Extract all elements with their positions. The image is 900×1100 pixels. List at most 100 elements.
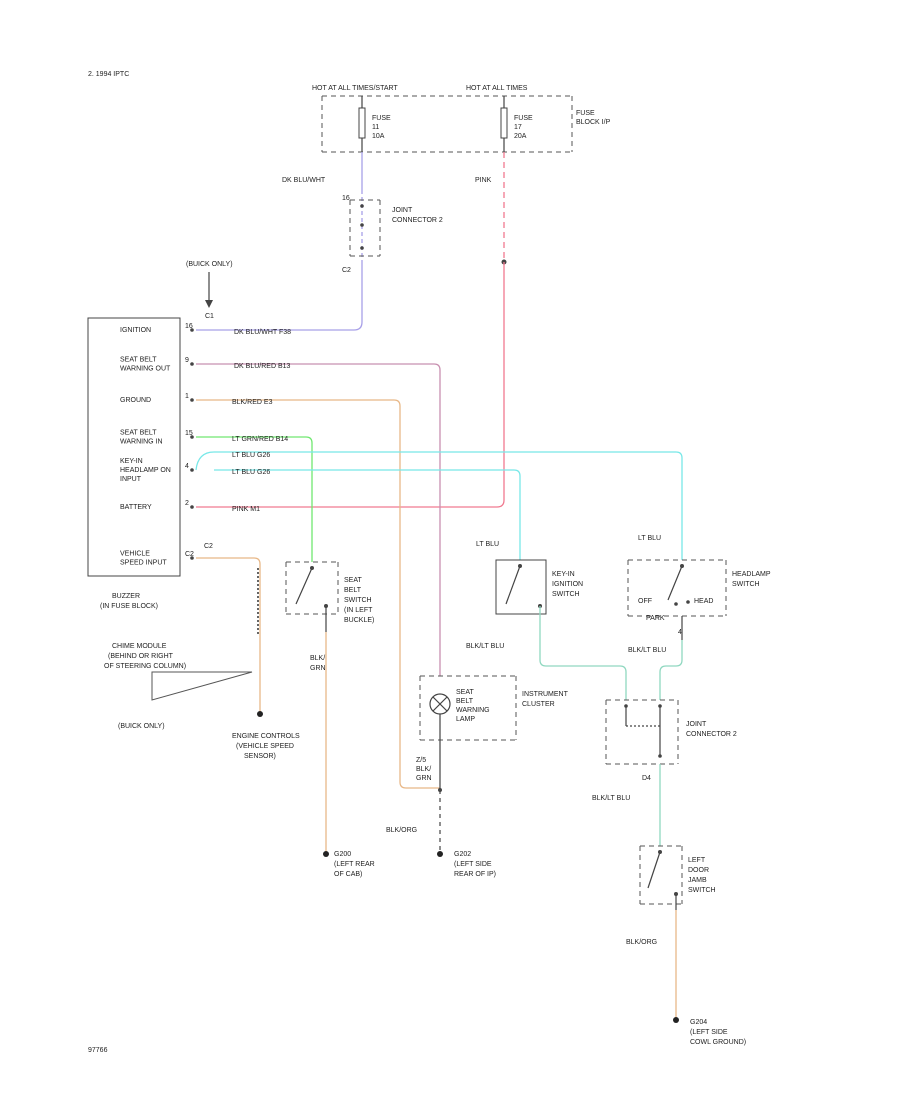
fuse-right-line-1: FUSE bbox=[514, 115, 533, 122]
fuse-left-line-1: FUSE bbox=[372, 115, 391, 122]
keyin-label-2: IGNITION bbox=[552, 581, 583, 588]
fuse-17-icon bbox=[500, 107, 508, 139]
buzzer-subtitle: (IN FUSE BLOCK) bbox=[100, 603, 158, 610]
buzzer-pin-2-label-0: GROUND bbox=[120, 397, 151, 404]
sensor-label-2: (VEHICLE SPEED bbox=[236, 743, 294, 750]
footer-code: 97766 bbox=[88, 1047, 108, 1054]
fuse-left-feed-label: HOT AT ALL TIMES/START bbox=[312, 85, 398, 92]
joint-connector-1: 16 C2 JOINT CONNECTOR 2 bbox=[342, 195, 443, 274]
door-switch-label-3: JAMB bbox=[688, 877, 707, 884]
buzzer-pin-4-num: 4 bbox=[185, 463, 189, 470]
chime-note: (BUICK ONLY) bbox=[118, 723, 165, 730]
buzzer-connector-c1: C1 bbox=[205, 313, 214, 320]
buzzer-pin-2-num: 1 bbox=[185, 393, 189, 400]
fuse-right-feed-label: HOT AT ALL TIMES bbox=[466, 85, 528, 92]
headlamp-park: PARK bbox=[646, 615, 665, 622]
buzzer-pin-4-label-0: KEY-IN bbox=[120, 458, 143, 465]
wire-keyin-headlamp: LT BLU G26 LT BLU G26 LT BLU LT BLU bbox=[195, 451, 683, 560]
seat-belt-switch: SEAT BELT SWITCH (IN LEFT BUCKLE) BLK/ G… bbox=[285, 561, 375, 878]
headlamp-label-2: SWITCH bbox=[732, 581, 760, 588]
fuse-right-line-3: 20A bbox=[514, 133, 527, 140]
fuse-block: HOT AT ALL TIMES/START HOT AT ALL TIMES … bbox=[312, 85, 611, 153]
buzzer-pin-0-label-0: IGNITION bbox=[120, 327, 151, 334]
wire-label-blk-ltblu-1: BLK/LT BLU bbox=[466, 643, 504, 650]
ground-g202-3: REAR OF IP) bbox=[454, 871, 496, 878]
chime-label-3: OF STEERING COLUMN) bbox=[104, 663, 186, 670]
cluster-label-1: INSTRUMENT bbox=[522, 691, 569, 698]
buzzer-pin-1-label-1: WARNING OUT bbox=[120, 366, 171, 373]
wire-label-ltgrn-red: LT GRN/RED B14 bbox=[232, 436, 288, 443]
door-switch-label-1: LEFT bbox=[688, 857, 706, 864]
buzzer-pin-0-dot bbox=[190, 328, 194, 332]
buzzer-pin-4-label-1: HEADLAMP ON bbox=[120, 467, 171, 474]
chime-module: CHIME MODULE (BEHIND OR RIGHT OF STEERIN… bbox=[104, 643, 253, 730]
splice1-pin-top: 16 bbox=[342, 195, 350, 202]
wire-label-blk-red: BLK/RED E3 bbox=[232, 399, 273, 406]
fuse-right-line-2: 17 bbox=[514, 124, 522, 131]
ground-g202-2: (LEFT SIDE bbox=[454, 861, 492, 868]
ground-g204-2: (LEFT SIDE bbox=[690, 1029, 728, 1036]
buzzer-pin-6-num: C2 bbox=[185, 551, 194, 558]
buzzer-pin-3-dot bbox=[190, 435, 194, 439]
wire-label-blk-ltblu-2: BLK/LT BLU bbox=[628, 647, 666, 654]
buzzer-pin-1-dot bbox=[190, 362, 194, 366]
buzzer-pin-2-dot bbox=[190, 398, 194, 402]
wire-seatbelt-warning-out: DK BLU/RED B13 bbox=[196, 363, 441, 676]
buzzer-pin-5-dot bbox=[190, 505, 194, 509]
buzzer-pin-0-num: 16 bbox=[185, 323, 193, 330]
wire-label-ltblu-2: LT BLU G26 bbox=[232, 469, 270, 476]
door-switch-label-4: SWITCH bbox=[688, 887, 716, 894]
wire-label-dkblu-wht-f38: DK BLU/WHT F38 bbox=[234, 329, 291, 336]
buzzer-title: BUZZER bbox=[112, 593, 140, 600]
wire-label-ltblu-1: LT BLU G26 bbox=[232, 452, 270, 459]
diagram-code: 2. 1994 IPTC bbox=[88, 71, 129, 78]
buzzer-pin-1-label-0: SEAT BELT bbox=[120, 357, 157, 364]
ground-g200-2: (LEFT REAR bbox=[334, 861, 375, 868]
ground-g200-1: G200 bbox=[334, 851, 351, 858]
buzzer-pin-4-label-2: INPUT bbox=[120, 476, 142, 483]
lamp-label-4: LAMP bbox=[456, 716, 475, 723]
headlamp-head: HEAD bbox=[694, 598, 713, 605]
ground-g204-3: COWL GROUND) bbox=[690, 1039, 746, 1046]
wire-label-z5-3: GRN bbox=[416, 775, 432, 782]
joint-connector-2: JOINT CONNECTOR 2 D4 BLK/LT BLU bbox=[592, 699, 737, 846]
chime-label-2: (BEHIND OR RIGHT bbox=[108, 653, 174, 660]
splice2-label-1: JOINT bbox=[686, 721, 707, 728]
wire-label-z5-1: Z/5 bbox=[416, 757, 426, 764]
wire-battery: PINK PINK M1 bbox=[196, 152, 507, 513]
splice1-label-2: CONNECTOR 2 bbox=[392, 217, 443, 224]
wire-label-blk-grn-1: BLK/ bbox=[310, 655, 325, 662]
fuse-block-label-1: FUSE bbox=[576, 110, 595, 117]
buzzer-pin-5-num: 2 bbox=[185, 500, 189, 507]
splice1-pin-bot: C2 bbox=[342, 267, 351, 274]
sensor-label-1: ENGINE CONTROLS bbox=[232, 733, 300, 740]
buzzer-pin-5-label-0: BATTERY bbox=[120, 504, 152, 511]
lamp-label-3: WARNING bbox=[456, 707, 490, 714]
splice2-pin: D4 bbox=[642, 775, 651, 782]
lamp-label-1: SEAT bbox=[456, 689, 474, 696]
wire-ground: BLK/RED E3 bbox=[196, 399, 440, 789]
headlamp-off: OFF bbox=[638, 598, 652, 605]
splice1-label-1: JOINT bbox=[392, 207, 413, 214]
wire-label-z5-2: BLK/ bbox=[416, 766, 431, 773]
wire-label-ltblu-top2: LT BLU bbox=[638, 535, 661, 542]
seat-switch-label-4: (IN LEFT bbox=[344, 607, 373, 614]
fuse-11-icon bbox=[358, 107, 366, 139]
seat-switch-label-1: SEAT bbox=[344, 577, 362, 584]
vss-connector: C2 bbox=[204, 543, 213, 550]
ground-g200-3: OF CAB) bbox=[334, 871, 362, 878]
fuse-left-line-3: 10A bbox=[372, 133, 385, 140]
buzzer-pin-3-label-0: SEAT BELT bbox=[120, 430, 157, 437]
keyin-switch-box bbox=[495, 559, 547, 615]
buzzer-box bbox=[87, 317, 181, 577]
ground-g204-1: G204 bbox=[690, 1019, 707, 1026]
chime-label-1: CHIME MODULE bbox=[112, 643, 167, 650]
wire-label-dkblu-wht: DK BLU/WHT bbox=[282, 177, 326, 184]
wire-ignition: DK BLU/WHT DK BLU/WHT F38 bbox=[196, 152, 363, 336]
cluster-label-2: CLUSTER bbox=[522, 701, 555, 708]
splice2-label-2: CONNECTOR 2 bbox=[686, 731, 737, 738]
door-jamb-switch: LEFT DOOR JAMB SWITCH BLK/ORG G204 (LEFT… bbox=[626, 845, 746, 1046]
wire-vehicle-speed: C2 ENGINE CONTROLS (VEHICLE SPEED SENSOR… bbox=[196, 543, 300, 760]
